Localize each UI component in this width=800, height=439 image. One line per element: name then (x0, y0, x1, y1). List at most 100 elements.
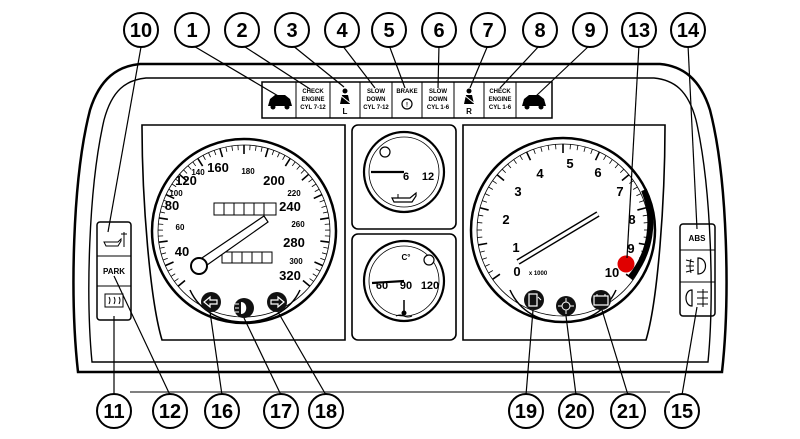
check-engine-left-line1: CHECK (302, 89, 324, 95)
dial-tick (315, 189, 319, 191)
dial-tick (584, 147, 585, 152)
temp-label-120: 120 (421, 280, 439, 292)
oil-warning-dot (380, 147, 390, 157)
dial-tick (320, 258, 325, 260)
battery-icon (591, 290, 611, 310)
callout-7: 7 (471, 13, 505, 47)
svg-text:19: 19 (515, 401, 537, 423)
check-engine-right-line3: CYL 1-6 (489, 105, 512, 111)
warning-light-strip: CHECK ENGINE CYL 7-12 L SLOW DOWN CYL 7-… (262, 82, 552, 118)
dial-tick (214, 150, 216, 155)
dial-tick (323, 247, 328, 248)
dial-tick (226, 147, 227, 152)
dial-tick (604, 156, 607, 160)
callout-9: 9 (573, 13, 607, 47)
svg-text:14: 14 (677, 20, 700, 42)
tachometer: 0 1 2 3 4 5 6 7 8 9 10 x 1000 (471, 138, 655, 322)
svg-text:12: 12 (159, 401, 181, 423)
slow-down-right-line1: SLOW (429, 89, 447, 95)
park-label: PARK (103, 267, 125, 276)
callout-6: 6 (422, 13, 456, 47)
callout-21: 21 (611, 394, 645, 428)
dial-tick (548, 145, 549, 150)
brake-icon: ! (402, 99, 412, 109)
tacho-label-3: 3 (514, 184, 521, 199)
dial-tick (297, 166, 300, 170)
callout-4: 4 (325, 13, 359, 47)
check-engine-left-line3: CYL 7-12 (300, 105, 326, 111)
dial-tick (636, 194, 641, 196)
slow-down-left-line2: DOWN (367, 97, 386, 103)
callout-18: 18 (309, 394, 343, 428)
svg-text:4: 4 (336, 20, 348, 42)
svg-text:18: 18 (315, 401, 337, 423)
callout-16: 16 (205, 394, 239, 428)
dial-tick (620, 169, 624, 173)
speedo-label-40: 40 (175, 244, 189, 259)
dial-tick (159, 218, 168, 219)
dial-tick (232, 146, 233, 151)
callout-14: 14 (671, 13, 705, 47)
temperature-gauge: C° 60 90 120 (364, 241, 444, 321)
dial-tick (277, 153, 279, 158)
dial-tick (485, 264, 490, 266)
svg-text:20: 20 (565, 401, 587, 423)
dial-tick (480, 208, 489, 210)
dial-tick (643, 215, 648, 216)
dial-tick (622, 175, 629, 181)
dial-tick (527, 152, 531, 160)
dial-tick (615, 164, 618, 168)
abs-label: ABS (689, 234, 707, 243)
dial-tick (193, 162, 196, 166)
speedo-label-60: 60 (176, 223, 185, 232)
dial-tick (314, 195, 322, 199)
dial-tick (178, 280, 185, 286)
temp-warning-dot (424, 255, 434, 265)
dial-tick (320, 241, 329, 242)
dial-tick (303, 280, 310, 286)
tacho-label-4: 4 (536, 166, 544, 181)
callout-11: 11 (97, 394, 131, 428)
rear-defrost-icon (105, 294, 123, 307)
dial-tick (255, 146, 256, 151)
callout-8: 8 (523, 13, 557, 47)
svg-text:8: 8 (534, 20, 545, 42)
svg-text:13: 13 (628, 20, 650, 42)
dial-tick (159, 241, 168, 242)
svg-text:!: ! (406, 103, 408, 109)
dial-tick (514, 160, 517, 164)
glow-plug-icon (556, 296, 576, 316)
dial-tick (309, 179, 313, 182)
dial-tick (301, 170, 305, 174)
slow-down-right-line2: DOWN (429, 97, 448, 103)
dial-tick (591, 149, 593, 154)
dial-tick (493, 181, 497, 184)
oil-level-warning-icon (104, 232, 127, 247)
dial-tick (313, 274, 317, 277)
dial-tick (480, 251, 485, 252)
dial-tick (171, 274, 175, 277)
dial-tick (520, 156, 523, 160)
leader-lines (108, 45, 697, 395)
dial-tick (323, 212, 328, 213)
dial-tick (478, 215, 483, 216)
turn-signal-right-icon (267, 292, 287, 312)
svg-text:7: 7 (482, 20, 493, 42)
callout-15: 15 (665, 394, 699, 428)
dial-tick (482, 201, 487, 203)
dial-tick (485, 194, 490, 196)
svg-text:16: 16 (211, 401, 233, 423)
callout-1: 1 (175, 13, 209, 47)
callout-5: 5 (372, 13, 406, 47)
dial-tick (163, 258, 168, 260)
dial-tick (478, 243, 487, 245)
dial-tick (174, 279, 178, 282)
dial-tick (316, 269, 320, 271)
svg-text:15: 15 (671, 401, 693, 423)
callout-3: 3 (275, 13, 309, 47)
dial-tick (489, 187, 493, 190)
callout-20: 20 (559, 394, 593, 428)
slow-down-left-line3: CYL 7-12 (363, 105, 389, 111)
speedo-label-240: 240 (279, 199, 301, 214)
